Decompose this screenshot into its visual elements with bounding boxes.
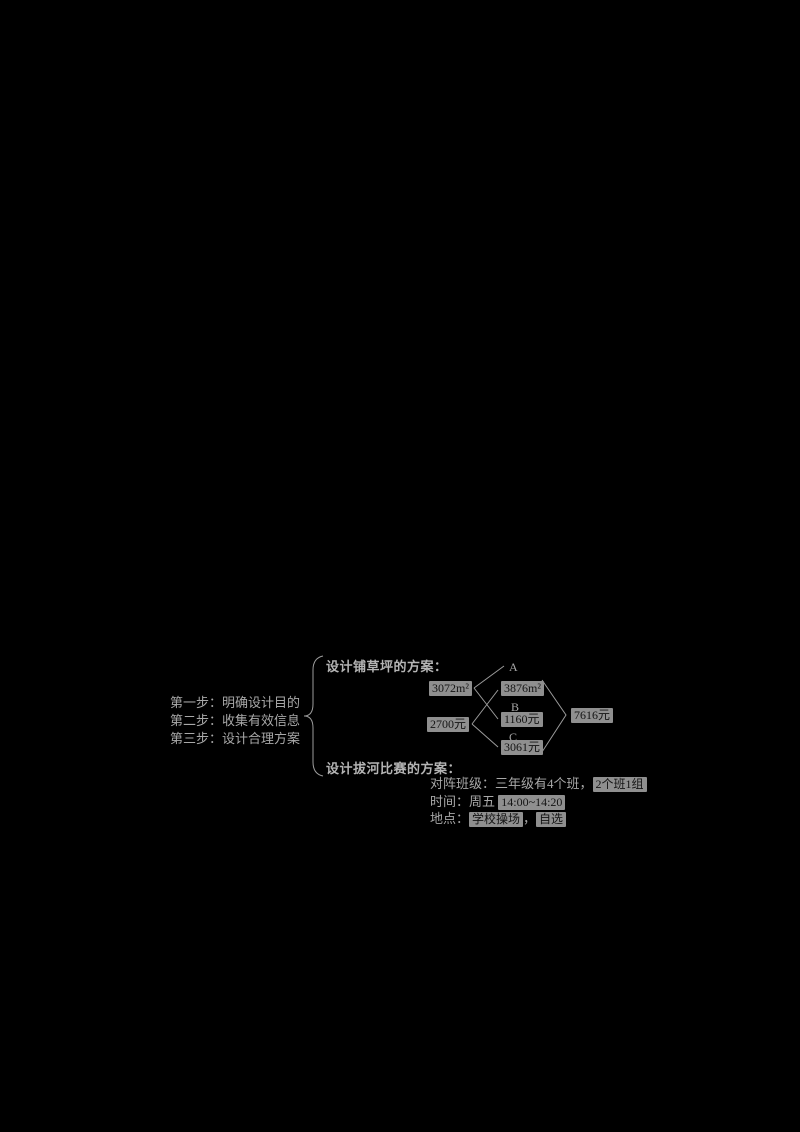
detail-place-prefix: 地点： bbox=[430, 811, 470, 826]
tug-detail-time: 时间：周五 14:00~14:20 bbox=[430, 794, 566, 810]
tree-line-3 bbox=[471, 689, 499, 725]
detail-place-highlight-2: 自选 bbox=[536, 812, 567, 827]
option-c-label: C bbox=[509, 730, 518, 744]
step-2: 第二步：收集有效信息 bbox=[170, 713, 301, 728]
design-steps-block: 第一步：明确设计目的 第二步：收集有效信息 第三步：设计合理方案 bbox=[170, 694, 300, 748]
option-b-label: B bbox=[511, 700, 520, 714]
step-1: 第一步：明确设计目的 bbox=[170, 695, 301, 710]
tree-line-4 bbox=[471, 723, 499, 748]
tug-plan-title: 设计拔河比赛的方案： bbox=[326, 761, 462, 776]
lawn-area-node: 3072m² bbox=[429, 681, 472, 696]
detail-time-highlight: 14:00~14:20 bbox=[498, 795, 566, 810]
tree-line-2 bbox=[473, 687, 499, 720]
tree-line-1 bbox=[473, 665, 505, 689]
detail-place-highlight: 学校操场 bbox=[469, 812, 524, 827]
option-c-value: 3061元 bbox=[501, 740, 544, 755]
tug-detail-teams: 对阵班级：三年级有4个班，2个班1组 bbox=[430, 776, 647, 792]
lawn-cost-node: 2700元 bbox=[427, 717, 470, 732]
detail-teams-highlight: 2个班1组 bbox=[592, 777, 647, 792]
detail-teams-prefix: 对阵班级：三年级有4个班， bbox=[430, 776, 593, 791]
option-b-value: 1160元 bbox=[501, 712, 543, 727]
option-a-label: A bbox=[509, 660, 518, 674]
result-angle-bracket bbox=[541, 679, 567, 753]
step-3: 第三步：设计合理方案 bbox=[170, 731, 301, 746]
lawn-result-value: 7616元 bbox=[571, 708, 614, 723]
detail-time-prefix: 时间：周五 bbox=[430, 794, 499, 809]
curly-brace bbox=[303, 655, 324, 777]
option-a-value: 3876m² bbox=[501, 681, 544, 696]
detail-place-mid: ， bbox=[523, 811, 537, 826]
tug-detail-place: 地点：学校操场，自选 bbox=[430, 811, 567, 827]
lawn-plan-title: 设计铺草坪的方案： bbox=[326, 659, 448, 674]
